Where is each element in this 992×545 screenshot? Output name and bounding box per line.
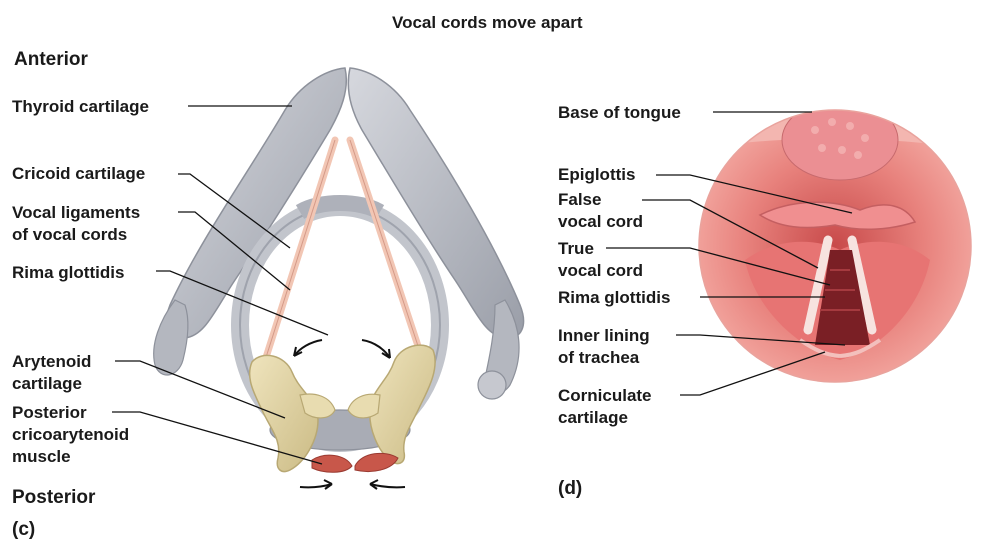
- label-false-vocal-cord: False vocal cord: [558, 189, 643, 233]
- arytenoid-cartilages: [250, 345, 435, 471]
- figure-title: Vocal cords move apart: [392, 12, 583, 34]
- laryngoscope-view: [699, 95, 971, 382]
- label-vocal-ligaments: Vocal ligaments of vocal cords: [12, 202, 140, 246]
- label-rima-glottidis-c: Rima glottidis: [12, 262, 124, 284]
- label-inner-lining-trachea: Inner lining of trachea: [558, 325, 650, 369]
- label-epiglottis: Epiglottis: [558, 164, 635, 186]
- label-true-vocal-cord: True vocal cord: [558, 238, 643, 282]
- label-cricoid-cartilage: Cricoid cartilage: [12, 163, 145, 185]
- label-rima-glottidis-d: Rima glottidis: [558, 287, 670, 309]
- label-corniculate-cartilage: Corniculate cartilage: [558, 385, 652, 429]
- label-posterior-cricoarytenoid: Posterior cricoarytenoid muscle: [12, 402, 129, 468]
- panel-letter-d: (d): [558, 478, 582, 500]
- thyroid-cartilage-shape: [154, 68, 524, 399]
- label-base-of-tongue: Base of tongue: [558, 102, 681, 124]
- panel-letter-c: (c): [12, 519, 35, 541]
- orientation-anterior: Anterior: [14, 49, 88, 71]
- posterior-cricoarytenoid-muscles: [312, 453, 398, 472]
- orientation-posterior: Posterior: [12, 487, 95, 509]
- label-arytenoid-cartilage: Arytenoid cartilage: [12, 351, 91, 395]
- label-thyroid-cartilage: Thyroid cartilage: [12, 96, 149, 118]
